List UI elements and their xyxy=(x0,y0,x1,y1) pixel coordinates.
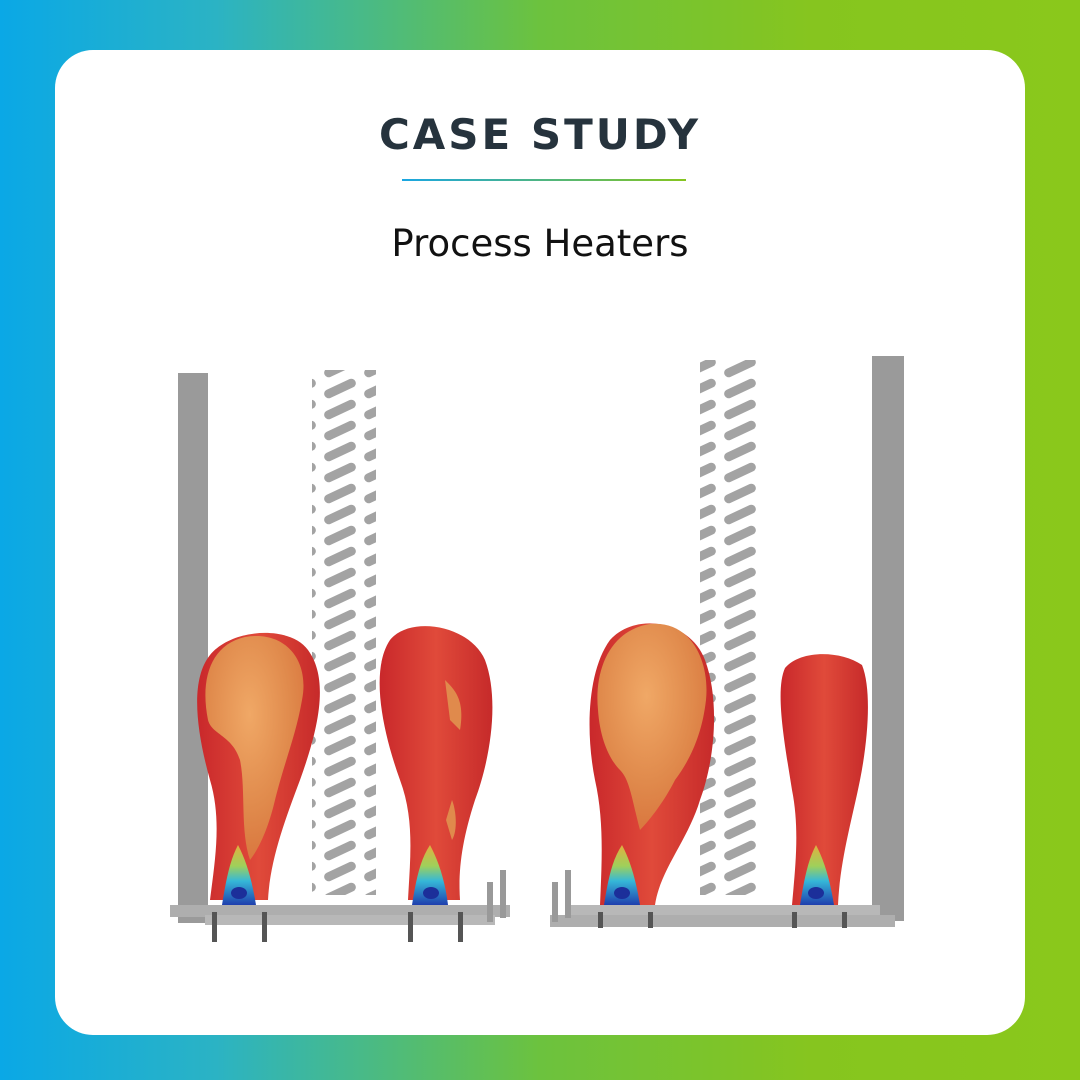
burner-flame xyxy=(379,626,493,905)
furnace-wall xyxy=(178,373,208,923)
tube-bank xyxy=(700,360,764,895)
furnace-wall xyxy=(872,356,904,921)
burner-flame xyxy=(780,654,868,905)
burner-flame xyxy=(589,623,715,905)
page-subtitle: Process Heaters xyxy=(391,222,689,265)
page-title: CASE STUDY xyxy=(378,110,702,159)
right-furnace xyxy=(550,356,904,928)
tube-bank xyxy=(312,370,376,895)
left-furnace xyxy=(170,370,510,942)
title-divider xyxy=(402,179,686,181)
burner-flame xyxy=(197,632,320,905)
